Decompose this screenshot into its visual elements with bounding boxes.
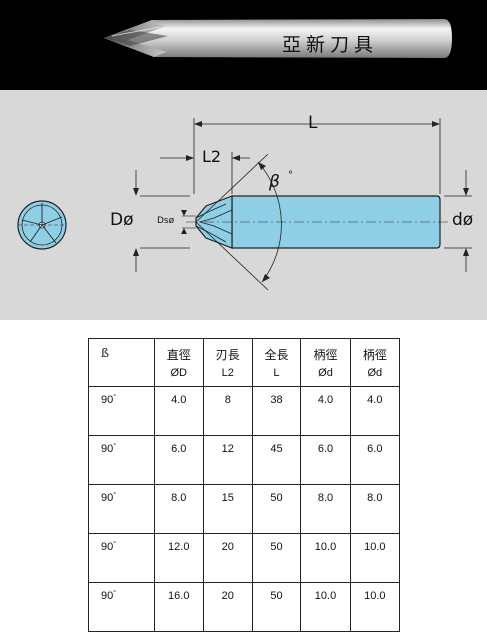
shank-diameter-cell: 10.0 (300, 582, 351, 632)
dimension-drawing (17, 118, 472, 291)
overall-length-cell: 45 (251, 435, 302, 485)
table-row: 90° 4.0 8 38 4.0 4.0 (88, 386, 401, 436)
shank-diameter-cell: 4.0 (300, 386, 351, 436)
tool-side-view (186, 195, 450, 249)
chamfer-cutter-photo (104, 19, 452, 58)
table-header-row: ß 直徑 ØD 刃長 L2 全長 L 柄徑 Ød 柄徑 Ød (88, 338, 401, 387)
header-cell-shank-diameter: 柄徑 Ød (300, 338, 351, 387)
cutting-length-cell: 20 (202, 533, 253, 583)
angle-cell: 90° (88, 582, 155, 632)
tip-diameter-label: Dsø (157, 216, 175, 226)
cutting-length-label: L2 (202, 147, 222, 166)
overall-length-cell: 38 (251, 386, 302, 436)
shank-diameter-cell-2: 4.0 (349, 386, 401, 436)
shank-diameter-cell: 10.0 (300, 533, 351, 583)
angle-cell: 90° (88, 484, 155, 534)
shank-diameter-label: dø (452, 210, 474, 230)
shank-diameter-cell: 8.0 (300, 484, 351, 534)
diameter-cell: 12.0 (153, 533, 204, 583)
header-cell-angle: ß (88, 338, 155, 387)
header-cell-overall-length: 全長 L (251, 338, 302, 387)
shank-diameter-cell-2: 10.0 (349, 582, 401, 632)
spec-table: ß 直徑 ØD 刃長 L2 全長 L 柄徑 Ød 柄徑 Ød 90° 4.0 8… (88, 338, 401, 632)
table-row: 90° 12.0 20 50 10.0 10.0 (88, 533, 401, 583)
table-row: 90° 6.0 12 45 6.0 6.0 (88, 435, 401, 485)
length-label: L (308, 113, 318, 133)
angle-degree-mark: ° (288, 170, 293, 181)
header-cell-shank-diameter-2: 柄徑 Ød (349, 338, 401, 387)
diameter-cell: 8.0 (153, 484, 204, 534)
overall-length-cell: 50 (251, 582, 302, 632)
cutting-length-cell: 8 (202, 386, 253, 436)
shank-diameter-cell-2: 6.0 (349, 435, 401, 485)
header-cell-diameter: 直徑 ØD (153, 338, 204, 387)
diameter-label: Dø (110, 210, 134, 230)
shank-diameter-cell-2: 10.0 (349, 533, 401, 583)
angle-cell: 90° (88, 386, 155, 436)
table-row: 90° 8.0 15 50 8.0 8.0 (88, 484, 401, 534)
shank-diameter-cell-2: 8.0 (349, 484, 401, 534)
overall-length-cell: 50 (251, 533, 302, 583)
table-row: 90° 16.0 20 50 10.0 10.0 (88, 582, 401, 632)
end-view-icon (17, 200, 67, 250)
diameter-cell: 6.0 (153, 435, 204, 485)
technical-drawing: L L2 β ° Dø Dsø dø (0, 90, 487, 320)
product-photo: 亞新刀具 (0, 0, 487, 90)
header-cell-cutting-length: 刃長 L2 (202, 338, 253, 387)
shank-diameter-cell: 6.0 (300, 435, 351, 485)
brand-name: 亞新刀具 (282, 34, 379, 56)
cutting-length-cell: 12 (202, 435, 253, 485)
overall-length-cell: 50 (251, 484, 302, 534)
diameter-cell: 16.0 (153, 582, 204, 632)
angle-cell: 90° (88, 533, 155, 583)
cutting-length-cell: 15 (202, 484, 253, 534)
angle-label: β (269, 172, 280, 192)
angle-cell: 90° (88, 435, 155, 485)
cutting-length-cell: 20 (202, 582, 253, 632)
diameter-cell: 4.0 (153, 386, 204, 436)
